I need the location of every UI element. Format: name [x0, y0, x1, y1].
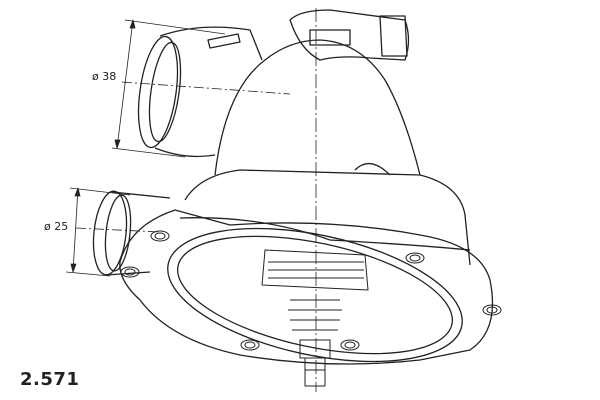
dome-housing: [214, 9, 421, 176]
thermostat-spring: [261, 249, 369, 387]
part-number: 2.571: [20, 369, 80, 390]
dimension-label-25: ø 25: [44, 220, 69, 233]
upper-pipe: [137, 26, 263, 158]
lower-pipe: [92, 190, 171, 276]
housing-band: [179, 169, 471, 266]
dimension-label-38: ø 38: [92, 70, 117, 83]
bolt-holes: [120, 230, 502, 351]
dimension-25: [65, 187, 161, 277]
mounting-flange: [119, 209, 502, 365]
dimension-38: [111, 19, 291, 158]
